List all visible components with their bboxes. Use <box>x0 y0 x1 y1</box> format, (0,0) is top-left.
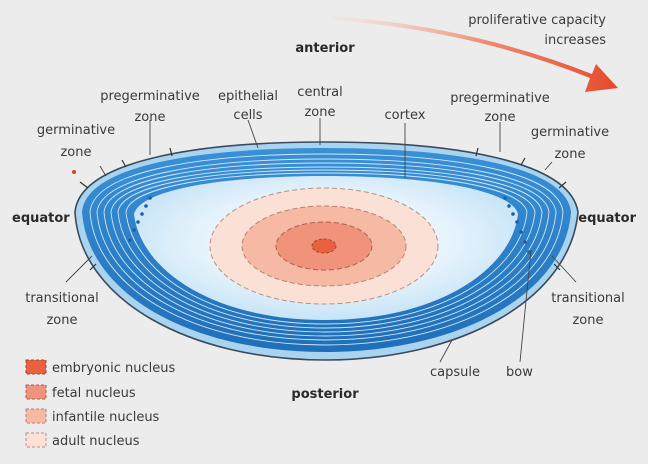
label-pregerminative-left-1: pregerminative <box>100 89 200 104</box>
label-germinative-right-2: zone <box>554 147 585 162</box>
label-epithelial-1: epithelial <box>218 89 278 104</box>
label-equator-left: equator <box>12 211 70 226</box>
label-pregerminative-right-1: pregerminative <box>450 91 550 106</box>
label-germinative-right-1: germinative <box>531 125 609 140</box>
legend-label-infantile: infantile nucleus <box>52 410 160 425</box>
label-transitional-left-2: zone <box>46 313 77 328</box>
proliferation-note-line2: increases <box>544 33 606 48</box>
label-capsule: capsule <box>430 365 480 380</box>
legend-swatch-infantile <box>26 409 46 423</box>
label-germinative-left-1: germinative <box>37 123 115 138</box>
label-cortex: cortex <box>384 108 425 123</box>
label-germinative-left-2: zone <box>60 145 91 160</box>
proliferation-note-line1: proliferative capacity <box>468 13 606 28</box>
legend-label-adult: adult nucleus <box>52 434 140 449</box>
legend: embryonic nucleus fetal nucleus infantil… <box>26 360 176 449</box>
legend-swatch-embryonic <box>26 360 46 374</box>
label-posterior: posterior <box>291 387 359 402</box>
label-equator-right: equator <box>578 211 636 226</box>
label-transitional-right-2: zone <box>572 313 603 328</box>
label-central-2: zone <box>304 105 335 120</box>
label-bow: bow <box>506 365 533 380</box>
legend-label-fetal: fetal nucleus <box>52 386 136 401</box>
legend-label-embryonic: embryonic nucleus <box>52 361 176 376</box>
embryonic-nucleus <box>312 239 336 253</box>
label-transitional-right-1: transitional <box>551 291 625 306</box>
label-epithelial-2: cells <box>233 108 262 123</box>
legend-swatch-adult <box>26 433 46 447</box>
marker-dot <box>72 170 76 174</box>
label-anterior: anterior <box>295 41 355 56</box>
label-pregerminative-right-2: zone <box>484 110 515 125</box>
label-pregerminative-left-2: zone <box>134 110 165 125</box>
label-central-1: central <box>297 85 342 100</box>
legend-swatch-fetal <box>26 385 46 399</box>
label-transitional-left-1: transitional <box>25 291 99 306</box>
